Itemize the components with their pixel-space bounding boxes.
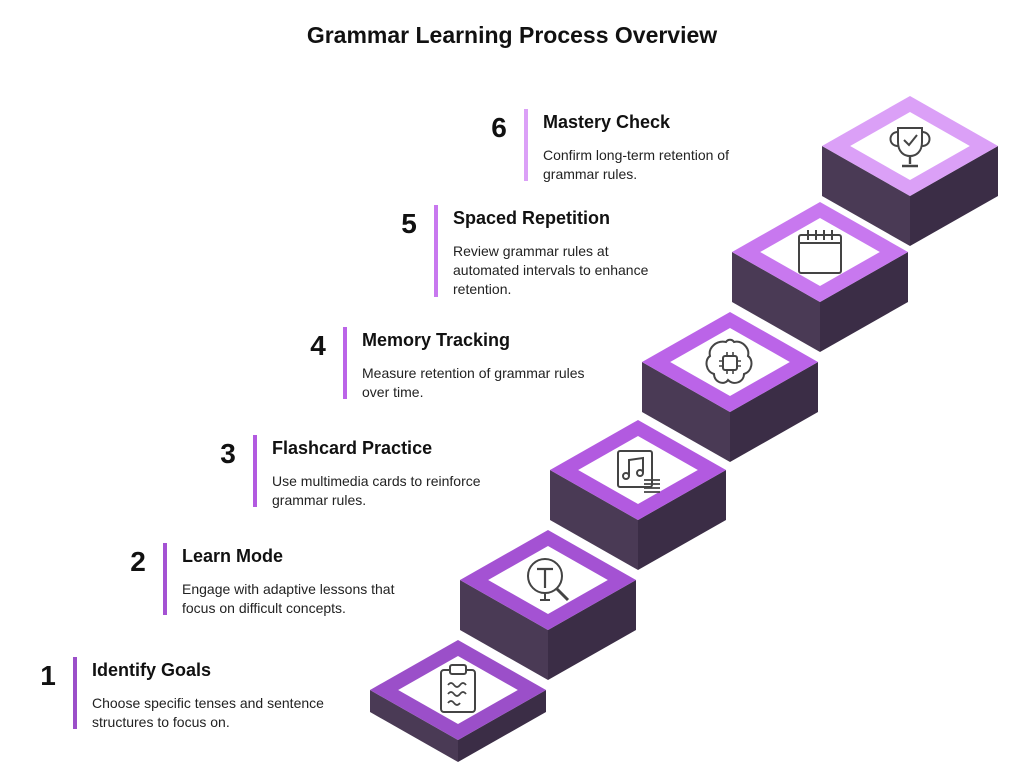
riser-left: [822, 146, 910, 246]
tread-inner: [398, 656, 518, 724]
step-block-2: [460, 530, 636, 680]
step-number: 1: [40, 660, 56, 691]
riser-left: [642, 362, 730, 462]
riser-right: [458, 690, 546, 762]
riser-left: [732, 252, 820, 352]
step-title: Spaced Repetition: [453, 208, 611, 228]
step-number: 5: [401, 208, 417, 239]
step-description: Engage with adaptive lessons that focus …: [182, 581, 395, 616]
step-block-4: [642, 312, 818, 462]
step-description: Measure retention of grammar rules over …: [362, 365, 585, 400]
step-number: 2: [130, 546, 146, 577]
diagram-title: Grammar Learning Process Overview: [306, 22, 718, 48]
step-accent-bar: [73, 657, 77, 729]
step-accent-bar: [434, 205, 438, 297]
step-title: Identify Goals: [92, 660, 212, 680]
step-description: Confirm long-term retention of grammar r…: [543, 147, 729, 182]
riser-right: [730, 362, 818, 462]
text-search-icon: [527, 558, 570, 602]
step-description: Review grammar rules at automated interv…: [453, 243, 649, 297]
step-block-1: [370, 640, 546, 762]
step-accent-bar: [343, 327, 347, 399]
trophy-icon: [889, 127, 931, 168]
clipboard-icon: [440, 664, 476, 713]
step-number: 4: [310, 330, 326, 361]
step-accent-bar: [253, 435, 257, 507]
step-number: 3: [220, 438, 236, 469]
brain-chip-icon: [705, 338, 753, 384]
tread-inner: [670, 328, 790, 396]
step-accent-bar: [163, 543, 167, 615]
tread-inner: [850, 112, 970, 180]
step-title: Learn Mode: [182, 546, 284, 566]
riser-right: [820, 252, 908, 352]
step-number: 6: [491, 112, 507, 143]
calendar-icon: [798, 230, 842, 274]
step-title: Flashcard Practice: [272, 438, 433, 458]
riser-left: [460, 580, 548, 680]
riser-left: [550, 470, 638, 570]
step-block-5: [732, 202, 908, 352]
step-block-6: [822, 96, 998, 246]
tread-inner: [760, 218, 880, 286]
step-title: Mastery Check: [543, 112, 671, 132]
tread-inner: [488, 546, 608, 614]
riser-left: [370, 690, 458, 762]
step-block-3: [550, 420, 726, 570]
step-title: Memory Tracking: [362, 330, 511, 350]
step-description: Choose specific tenses and sentence stru…: [92, 695, 324, 730]
riser-right: [638, 470, 726, 570]
step-accent-bar: [524, 109, 528, 181]
music-card-icon: [617, 450, 660, 493]
step-description: Use multimedia cards to reinforce gramma…: [272, 473, 481, 508]
riser-right: [910, 146, 998, 246]
riser-right: [548, 580, 636, 680]
